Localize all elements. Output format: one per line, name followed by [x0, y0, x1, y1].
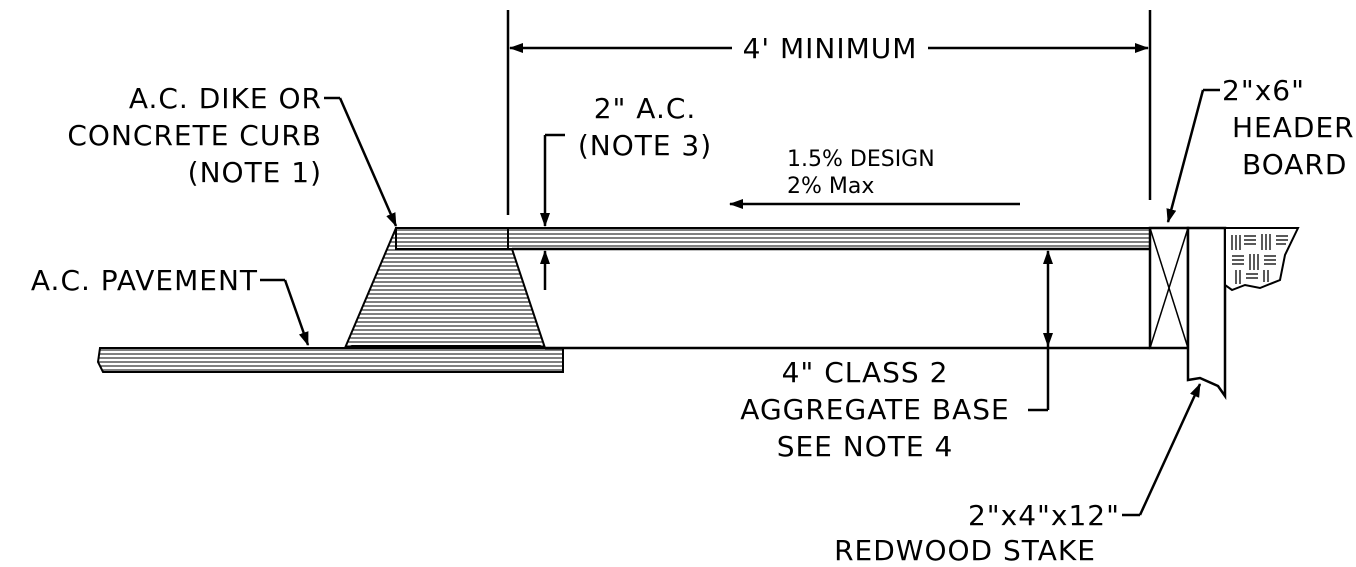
base-label-line1: 4" CLASS 2: [782, 356, 949, 389]
header-label-line1: 2"x6": [1222, 74, 1305, 107]
slope-label-line1: 1.5% DESIGN: [787, 147, 935, 172]
cross-slope: 1.5% DESIGN 2% Max: [729, 147, 1020, 209]
dike-label-line2: CONCRETE CURB: [67, 119, 322, 152]
stake-label-line2: REDWOOD STAKE: [834, 534, 1096, 567]
header-callout: 2"x6" HEADER BOARD: [1166, 74, 1355, 223]
ac-thickness-dimension: 2" A.C. (NOTE 3): [540, 92, 712, 290]
slope-label-line2: 2% Max: [787, 174, 874, 199]
header-label-line3: BOARD: [1242, 148, 1347, 181]
width-dimension-label: 4' MINIMUM: [743, 32, 918, 65]
ac-pavement-layer: [96, 345, 564, 373]
aggregate-base-outline: [512, 247, 1150, 350]
ac-thickness-label-line2: (NOTE 3): [578, 129, 712, 162]
header-board: [1148, 226, 1190, 350]
redwood-stake: [1186, 226, 1227, 400]
existing-ground: [1224, 227, 1300, 292]
width-dimension: 4' MINIMUM: [506, 10, 1152, 215]
stake-label-line1: 2"x4"x12": [968, 499, 1120, 532]
dike-label-line1: A.C. DIKE OR: [129, 82, 322, 115]
pavement-label: A.C. PAVEMENT: [31, 264, 258, 297]
base-label-line3: SEE NOTE 4: [777, 430, 954, 463]
stake-callout: 2"x4"x12" REDWOOD STAKE: [834, 383, 1202, 567]
dike-callout: A.C. DIKE OR CONCRETE CURB (NOTE 1): [67, 82, 398, 227]
ac-thickness-label-line1: 2" A.C.: [594, 92, 697, 125]
dike-label-line3: (NOTE 1): [188, 156, 322, 189]
pavement-callout: A.C. PAVEMENT: [31, 264, 310, 346]
base-label-line2: AGGREGATE BASE: [740, 393, 1009, 426]
ac-surface-layer: [395, 227, 1151, 250]
header-label-line2: HEADER: [1232, 111, 1355, 144]
base-callout: 4" CLASS 2 AGGREGATE BASE SEE NOTE 4: [740, 250, 1053, 463]
